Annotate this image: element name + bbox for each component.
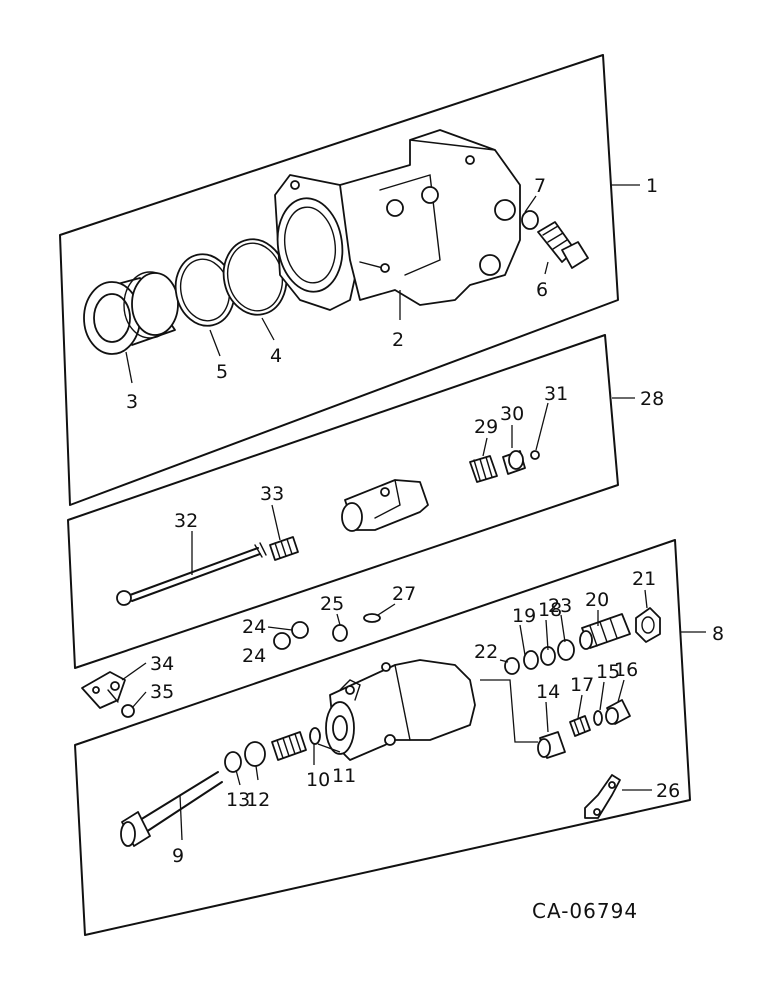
callout-35: 35 [150, 681, 174, 703]
part-washer [244, 741, 266, 767]
callout-19: 19 [512, 605, 536, 627]
callout-30: 30 [500, 403, 524, 425]
part-valve-body [325, 659, 476, 761]
callout-7: 7 [534, 175, 546, 197]
callout-24-lower: 24 [242, 645, 266, 667]
part-rod [116, 542, 267, 606]
part-washer [291, 621, 309, 639]
part-spring [469, 455, 498, 483]
callout-32: 32 [174, 510, 198, 532]
callout-5: 5 [216, 361, 228, 383]
part-housing [274, 129, 521, 311]
callout-8: 8 [712, 623, 724, 645]
callout-31: 31 [544, 383, 568, 405]
part-spring-seat [502, 450, 526, 475]
callout-18: 18 [538, 599, 562, 621]
part-relief-valve [579, 613, 631, 650]
callout-22: 22 [474, 641, 498, 663]
part-washer [521, 210, 539, 230]
callout-16: 16 [614, 659, 638, 681]
callout-20: 20 [585, 589, 609, 611]
callout-2: 2 [392, 329, 404, 351]
group-panel-28 [67, 334, 635, 669]
callout-15: 15 [596, 661, 620, 683]
callout-11: 11 [332, 765, 356, 787]
part-piston [83, 271, 179, 355]
callout-26: 26 [656, 780, 680, 802]
part-washer [273, 632, 291, 650]
callout-4: 4 [270, 345, 282, 367]
callout-28: 28 [640, 388, 664, 410]
callout-21: 21 [632, 568, 656, 590]
part-spring [569, 715, 591, 737]
part-o-ring [593, 710, 603, 726]
callout-29: 29 [474, 416, 498, 438]
part-spool [120, 771, 223, 847]
callout-17: 17 [570, 674, 594, 696]
callout-25: 25 [320, 593, 344, 615]
part-valve-body [341, 479, 429, 532]
callout-33: 33 [260, 483, 284, 505]
part-bracket [584, 774, 621, 819]
part-o-ring [222, 238, 288, 316]
part-o-ring [309, 727, 321, 745]
callout-12: 12 [246, 789, 270, 811]
callout-10: 10 [306, 769, 330, 791]
callout-24-upper: 24 [242, 616, 266, 638]
part-plug [537, 731, 566, 759]
part-o-ring [557, 639, 575, 661]
part-o-ring [332, 624, 348, 642]
callout-23: 23 [548, 595, 572, 617]
callout-1: 1 [646, 175, 658, 197]
callout-6: 6 [536, 279, 548, 301]
group-panel-1 [59, 54, 640, 506]
callout-9: 9 [172, 845, 184, 867]
part-clevis [81, 671, 126, 709]
callout-3: 3 [126, 391, 138, 413]
callout-13: 13 [226, 789, 250, 811]
part-spring [269, 536, 299, 561]
group-panel-8 [74, 539, 706, 936]
part-fitting [537, 221, 589, 269]
drawing-number: CA-06794 [532, 899, 638, 923]
part-nut [635, 607, 661, 643]
callout-34: 34 [150, 653, 174, 675]
part-spring [271, 731, 307, 761]
part-snap-ring [530, 450, 540, 460]
part-o-ring [504, 657, 520, 675]
part-washer [523, 650, 539, 670]
callout-labels: 1 2 3 4 5 6 7 8 9 10 11 12 13 14 15 16 1… [126, 175, 724, 867]
part-o-ring [363, 613, 381, 623]
callout-14: 14 [536, 681, 560, 703]
part-plug [605, 699, 631, 725]
callout-27: 27 [392, 583, 416, 605]
part-clip [121, 704, 135, 718]
part-snap-ring [224, 751, 242, 773]
